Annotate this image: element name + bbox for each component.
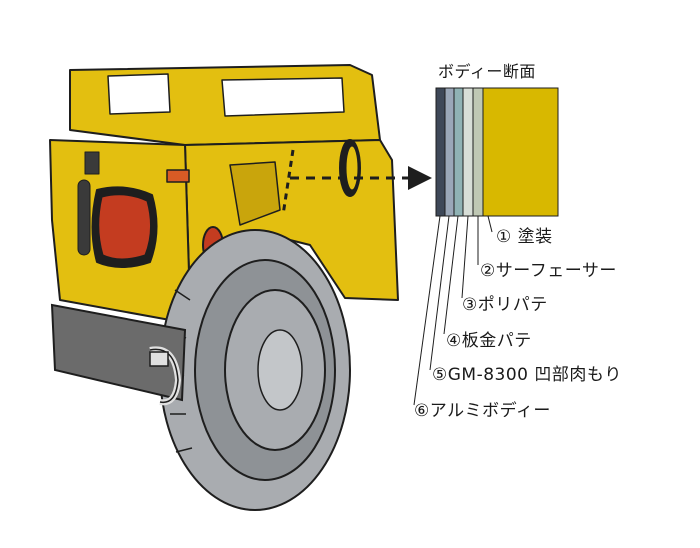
layer-gm8300-filler	[444, 87, 455, 217]
layer-label-1: ① 塗装	[496, 227, 553, 247]
rear-bumper	[50, 303, 187, 406]
layer-label-6: ⑥アルミボディー	[414, 401, 551, 421]
layer-metal-putty	[453, 87, 464, 217]
arrow-right-icon	[408, 166, 432, 190]
layer-label-5: ⑤GM-8300 凹部肉もり	[432, 365, 622, 385]
leader-lines	[413, 215, 493, 406]
layer-label-3: ③ポリパテ	[462, 295, 548, 315]
cross-section	[435, 87, 559, 217]
layer-paint	[482, 87, 559, 217]
cross-section-title: ボディー断面	[438, 62, 536, 81]
layer-aluminum-body	[435, 87, 446, 217]
layer-poly-putty	[462, 87, 474, 217]
layer-surfacer	[472, 87, 484, 217]
spare-tire	[159, 229, 351, 511]
layer-label-4: ④板金パテ	[446, 331, 532, 351]
layer-label-2: ②サーフェーサー	[480, 261, 617, 281]
